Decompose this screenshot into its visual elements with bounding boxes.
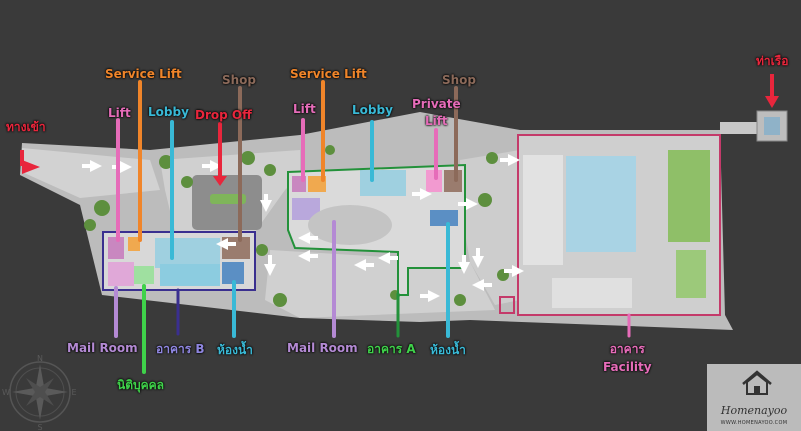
building-b-lift — [108, 237, 124, 259]
label-facility: อาคาร Facility — [603, 342, 652, 374]
label-juristic: นิติบุคคล — [117, 378, 165, 392]
building-b-shop — [222, 237, 250, 259]
label-mail-room-a: Mail Room — [287, 341, 358, 355]
compass-west: W — [2, 388, 10, 397]
pier-arrow-icon — [765, 96, 779, 108]
red-arrows — [20, 74, 779, 186]
watermark: Homenayoo WWW.HOMENAYOO.COM — [707, 364, 801, 431]
road-upper-right — [720, 122, 760, 134]
drop-off-planter — [210, 194, 246, 204]
entrance-arrow-icon — [22, 160, 40, 174]
building-b-juristic — [134, 266, 154, 284]
building-a-courtyard — [308, 205, 392, 245]
facility-pool — [566, 156, 636, 252]
building-b-lobby-area — [155, 238, 220, 268]
road-entrance — [22, 148, 160, 198]
building-a-mailroom — [292, 198, 320, 220]
building-a-shop — [444, 170, 462, 192]
building-b-restroom — [222, 262, 244, 284]
building-a-outline — [287, 163, 466, 296]
label-lobby-b: Lobby — [148, 105, 189, 119]
label-shop-b: Shop — [222, 73, 257, 87]
watermark-url: WWW.HOMENAYOO.COM — [720, 420, 788, 426]
label-service-lift-b: Service Lift — [105, 67, 182, 81]
label-service-lift-a: Service Lift — [290, 67, 367, 81]
facility-lap-pool — [676, 250, 706, 298]
callout-lines — [114, 80, 631, 374]
label-private-lift: Private Lift — [412, 97, 461, 128]
facility-indoor — [523, 155, 563, 265]
drop-off-arrow-icon — [213, 176, 227, 186]
building-a-restroom — [430, 210, 458, 226]
label-lobby-a: Lobby — [352, 103, 393, 117]
facility-lift — [499, 296, 515, 314]
label-building-b: อาคาร B — [156, 342, 205, 356]
watermark-brand: Homenayoo — [720, 404, 788, 417]
label-lift-b: Lift — [108, 106, 131, 120]
facility-outline — [517, 134, 721, 316]
building-b-lounge — [160, 264, 220, 286]
label-lift-a: Lift — [293, 102, 316, 116]
facility-garden — [668, 150, 710, 242]
building-a-lobby — [360, 170, 406, 196]
facility-gym — [552, 278, 632, 308]
house-logo-icon — [742, 370, 772, 395]
label-shop-a: Shop — [442, 73, 477, 87]
label-restroom-b: ห้องน้ำ — [217, 343, 253, 357]
label-restroom-a: ห้องน้ำ — [430, 343, 466, 357]
compass-south: S — [37, 423, 42, 431]
label-mail-room-b: Mail Room — [67, 341, 138, 355]
label-entrance: ทางเข้า — [6, 120, 46, 134]
compass-east: E — [71, 388, 76, 397]
label-pier: ท่าเรือ — [756, 54, 789, 68]
pier-inner — [764, 117, 780, 135]
label-building-a: อาคาร A — [367, 342, 416, 356]
building-b-mailroom — [108, 262, 134, 286]
traffic-arrows — [82, 154, 524, 302]
building-b-service-lift — [128, 237, 140, 251]
label-drop-off: Drop Off — [195, 108, 252, 122]
compass-north: N — [37, 354, 43, 363]
compass-rose-icon: N E S W — [2, 354, 76, 431]
